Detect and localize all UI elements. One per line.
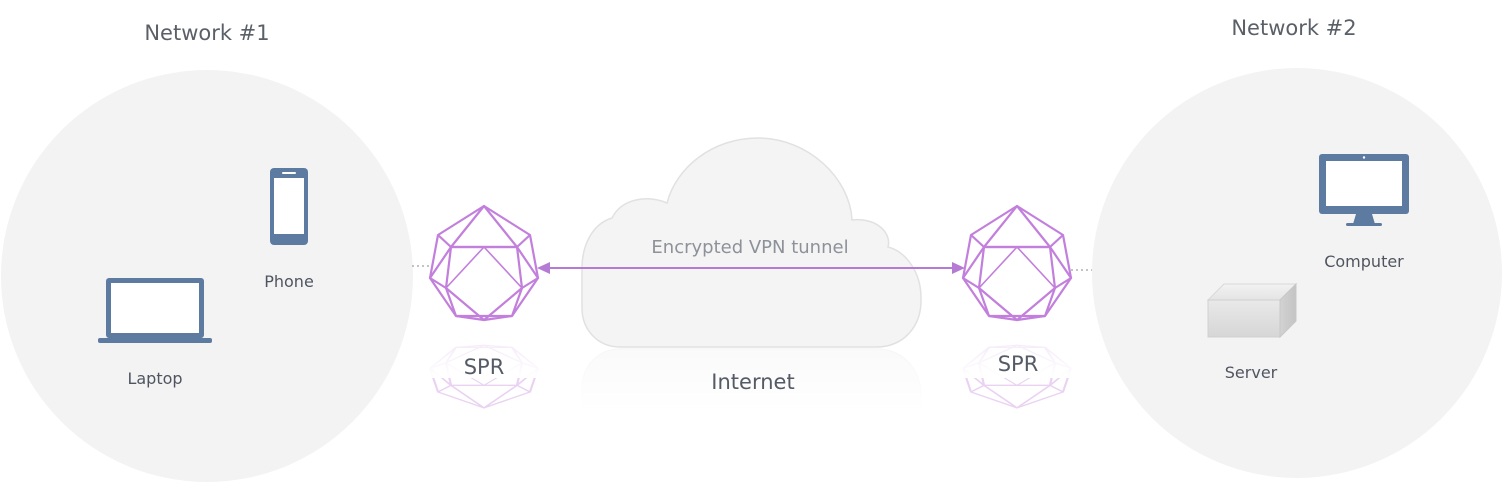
arrow-right-icon bbox=[952, 262, 965, 274]
laptop-device: Laptop bbox=[98, 278, 212, 388]
icosahedron-icon bbox=[961, 204, 1073, 322]
tunnel-label: Encrypted VPN tunnel bbox=[651, 237, 848, 258]
network-2-zone bbox=[1092, 68, 1502, 478]
vpn-tunnel: Encrypted VPN tunnel bbox=[537, 237, 965, 274]
monitor-icon bbox=[1319, 154, 1409, 226]
phone-icon bbox=[270, 168, 308, 245]
server-label: Server bbox=[1225, 363, 1278, 382]
internet: Internet bbox=[580, 137, 925, 411]
spr-right-label: SPR bbox=[998, 352, 1039, 376]
spr-left: SPR bbox=[425, 204, 545, 409]
cloud-icon bbox=[581, 137, 922, 348]
network-1: Network #1 Phone Laptop bbox=[1, 21, 413, 482]
phone-device: Phone bbox=[264, 168, 314, 291]
network-2: Network #2 Computer Server bbox=[1092, 16, 1502, 478]
network-2-title: Network #2 bbox=[1231, 16, 1356, 40]
server-device: Server bbox=[1206, 282, 1298, 382]
spr-left-label: SPR bbox=[464, 355, 505, 379]
internet-label: Internet bbox=[711, 370, 794, 394]
laptop-icon bbox=[98, 278, 212, 343]
server-icon bbox=[1206, 282, 1298, 339]
arrow-left-icon bbox=[537, 262, 550, 274]
network-1-zone bbox=[1, 70, 413, 482]
icosahedron-icon bbox=[428, 204, 540, 322]
laptop-label: Laptop bbox=[127, 369, 182, 388]
network-1-title: Network #1 bbox=[144, 21, 269, 45]
computer-device: Computer bbox=[1319, 154, 1409, 271]
computer-label: Computer bbox=[1324, 252, 1404, 271]
phone-label: Phone bbox=[264, 272, 314, 291]
spr-right: SPR bbox=[958, 204, 1078, 409]
